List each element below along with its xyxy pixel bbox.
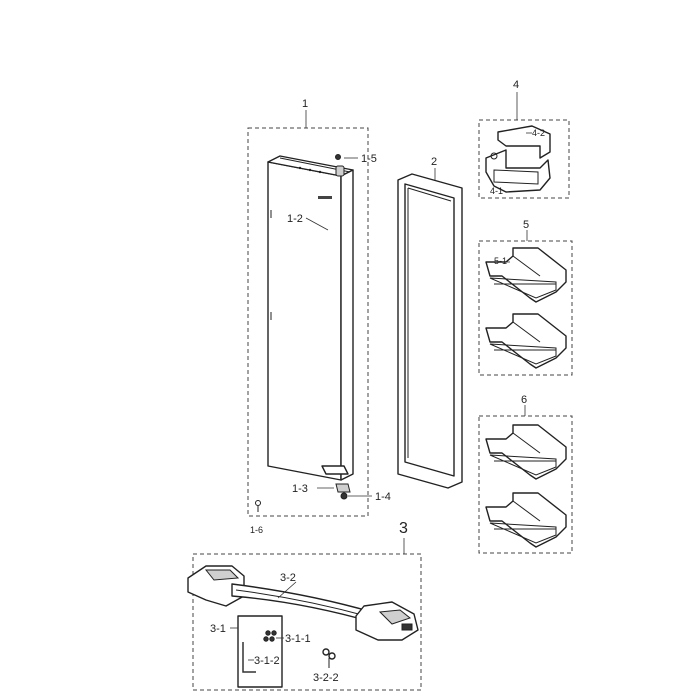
group-1-box <box>247 127 369 517</box>
label-3-2-2: 3-2-2 <box>313 672 339 684</box>
label-5-1: 5-1 <box>494 256 507 266</box>
part-1-6 <box>255 500 261 512</box>
bin-6-upper <box>485 424 567 480</box>
part-1-4 <box>340 492 348 500</box>
label-4-2: 4-2 <box>532 128 545 138</box>
label-2: 2 <box>431 156 437 168</box>
group-4-box <box>478 119 570 199</box>
label-5: 5 <box>523 219 529 231</box>
group-2-gasket: 2 <box>397 156 463 489</box>
label-1-2: 1-2 <box>287 213 303 225</box>
label-3-1-2: 3-1-2 <box>254 655 280 667</box>
label-1-6: 1-6 <box>250 525 263 535</box>
group-5-bins: 5 5-1 <box>478 219 573 376</box>
label-3-1-1: 3-1-1 <box>285 633 311 645</box>
label-3-1: 3-1 <box>210 623 226 635</box>
part-3-2-2-screws <box>322 648 336 668</box>
label-4: 4 <box>513 79 519 91</box>
part-1-5 <box>335 154 345 177</box>
bin-5-lower <box>485 313 567 369</box>
group-5-box <box>478 240 573 376</box>
door-panel <box>267 155 354 481</box>
group-3-hinge: 3 3-2 3-1 3-1-1 3-1-2 <box>187 520 422 691</box>
label-3-2: 3-2 <box>280 572 296 584</box>
group-6-box <box>478 415 573 554</box>
part-4-1 <box>485 149 551 193</box>
group-4-guard: 4 4-2 4-1 <box>478 79 570 199</box>
group-3-box <box>192 553 422 691</box>
label-1-5: 1-5 <box>361 153 377 165</box>
label-1-4: 1-4 <box>375 491 391 503</box>
part-3-2-hinge-bar <box>187 565 419 641</box>
part-4-2 <box>497 125 551 159</box>
group-6-bins: 6 <box>478 394 573 554</box>
label-4-1: 4-1 <box>490 186 503 196</box>
label-1-3: 1-3 <box>292 483 308 495</box>
part-3-1-kit <box>237 615 283 688</box>
part-1-3-hinge <box>321 465 351 493</box>
label-3: 3 <box>399 520 408 537</box>
bin-6-lower <box>485 492 567 548</box>
label-6: 6 <box>521 394 527 406</box>
group-1-door: 1 1-5 1-2 1-3 <box>247 98 391 535</box>
label-1: 1 <box>302 98 308 110</box>
